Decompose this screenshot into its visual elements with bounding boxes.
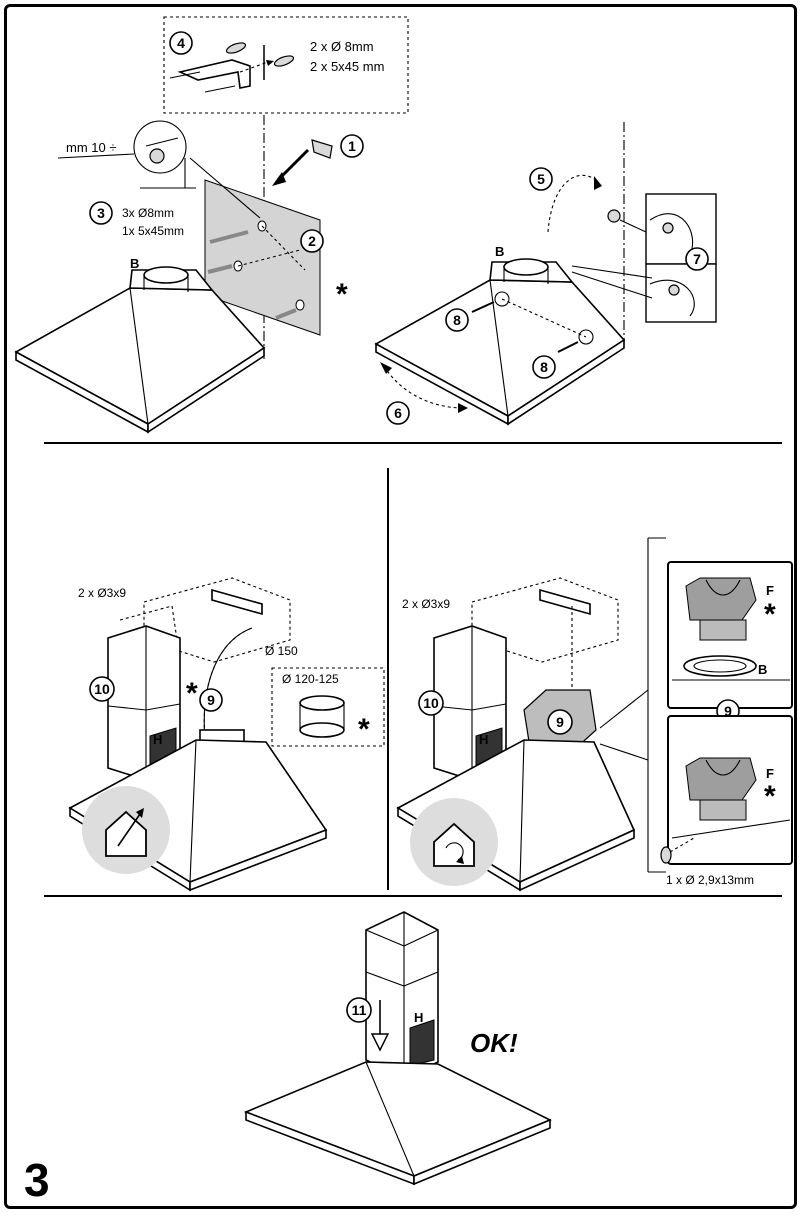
- page-number: 3: [24, 1154, 50, 1206]
- duct-diameter-label: Ø 150: [265, 644, 298, 658]
- step-2-badge: [300, 229, 324, 253]
- step-1-badge: [340, 134, 364, 158]
- part-b-label-detail: B: [758, 662, 767, 677]
- step-1-number: 1: [348, 138, 356, 154]
- optional-marker-3: *: [358, 713, 370, 746]
- filter-bottom-icon: [660, 757, 791, 864]
- adapter-detail-box: [271, 667, 385, 747]
- house-exhaust-icon: [105, 808, 147, 857]
- part-b-label-left: B: [130, 256, 139, 271]
- step-8b-badge: [532, 355, 556, 379]
- cooker-hood-final: [243, 1061, 552, 1186]
- step-10b-badge: [418, 690, 444, 716]
- screws-mid-line2: 1x 5x45mm: [122, 224, 184, 238]
- step-3-badge: [89, 201, 113, 225]
- screw-filter-label: 1 x Ø 2,9x13mm: [666, 873, 754, 887]
- optional-marker-1: *: [336, 278, 348, 311]
- gap-detail-circle: [133, 120, 187, 174]
- adjust-arrow: [383, 365, 465, 409]
- filter-top-icon: [672, 577, 790, 681]
- wall-panel: [204, 179, 321, 336]
- step-9b-number: 9: [556, 714, 564, 730]
- gap-label: mm 10 ÷: [66, 140, 116, 155]
- panel-recirculation-version: 2 x Ø3x9 H 10 9: [396, 537, 793, 892]
- flexible-duct: [199, 627, 253, 747]
- step-10a-number: 10: [94, 681, 110, 697]
- step-3-number: 3: [97, 205, 105, 221]
- step-6-number: 6: [394, 405, 402, 421]
- part-h-label-c: H: [414, 1010, 423, 1025]
- chimney-final: [365, 911, 439, 1079]
- house-recirculation-icon: [433, 822, 475, 867]
- optional-marker-4: *: [764, 598, 776, 631]
- optional-marker-2: *: [186, 677, 198, 710]
- part-f-label-b: F: [766, 766, 774, 781]
- step-10a-badge: [89, 676, 115, 702]
- step-4-badge: [169, 31, 193, 55]
- panel-hood-hanging: 5 7 B: [374, 122, 717, 426]
- screws-ducted-label: 2 x Ø3x9: [78, 586, 126, 600]
- panel-ducted-version: 2 x Ø3x9 H 10 * 9 Ø 150 Ø 120-125 *: [68, 577, 385, 892]
- step-7-badge: [685, 247, 709, 271]
- screws-mid-line1: 3x Ø8mm: [122, 206, 174, 220]
- step-9a-number: 9: [207, 692, 215, 708]
- part-b-label-right: B: [495, 244, 504, 259]
- step-9b-badge: [547, 709, 573, 735]
- step-8a-number: 8: [453, 312, 461, 328]
- step-8a-badge: [445, 308, 469, 332]
- step-4-number: 4: [177, 35, 185, 51]
- step-10b-number: 10: [423, 695, 439, 711]
- screws-top-line1: 2 x Ø 8mm: [310, 39, 374, 54]
- cooker-hood-right: [374, 258, 626, 426]
- wall-plug-icon: [272, 139, 333, 186]
- step-9c-number: 9: [724, 703, 732, 719]
- panel-wall-mounting: 4 2 x Ø 8mm 2 x 5x45 mm mm 10 ÷ 1: [14, 16, 409, 434]
- panel-final-assembly: H 11 OK!: [243, 911, 552, 1186]
- hang-arrow: [547, 174, 599, 233]
- part-f-label-a: F: [766, 583, 774, 598]
- adapter-diameter-label: Ø 120-125: [282, 672, 339, 686]
- hook-detail-2: [645, 263, 717, 323]
- step-11-number: 11: [352, 1002, 367, 1018]
- step-6-badge: [386, 401, 410, 425]
- step-11-badge: [346, 997, 372, 1023]
- step-9a-badge: [199, 688, 223, 712]
- step-2-number: 2: [308, 233, 316, 249]
- optional-marker-5: *: [764, 780, 776, 813]
- step-5-badge: [529, 167, 553, 191]
- screws-top-line2: 2 x 5x45 mm: [310, 59, 384, 74]
- bracket-detail-box: [163, 16, 409, 114]
- part-h-label-b: H: [479, 732, 488, 747]
- cooker-hood-left: [14, 266, 266, 434]
- step-5-number: 5: [537, 171, 545, 187]
- ok-label: OK!: [470, 1028, 518, 1058]
- step-8b-number: 8: [540, 359, 548, 375]
- bracket-icon: [169, 42, 295, 93]
- page-frame: [4, 4, 797, 1209]
- screws-recirc-label: 2 x Ø3x9: [402, 597, 450, 611]
- step-7-number: 7: [693, 251, 701, 267]
- part-h-label-a: H: [153, 732, 162, 747]
